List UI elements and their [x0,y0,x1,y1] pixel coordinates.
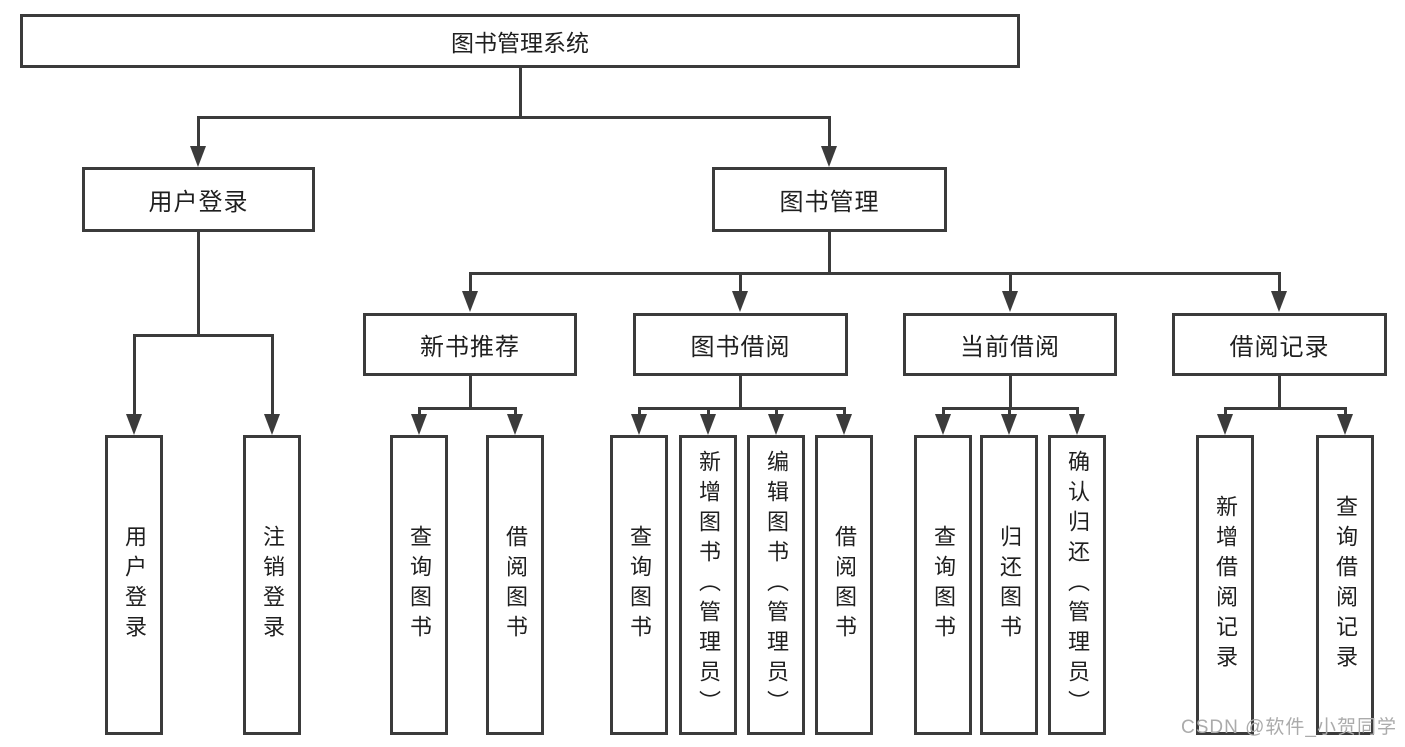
arrow-down-icon [507,414,523,435]
leaf-query-books: 查询图书 [610,435,668,735]
leaf-query-borrow-record: 查询借阅记录 [1316,435,1374,735]
node-library-system-root: 图书管理系统 [20,14,1020,68]
leaf-label: 归还图书 [997,525,1022,645]
arrow-down-icon [1271,291,1287,312]
leaf-edit-book-admin: 编辑图书（管理员） [747,435,805,735]
connector-line [1224,407,1347,410]
connector-line [133,334,136,416]
leaf-label: 查询借阅记录 [1333,495,1358,675]
leaf-return-books: 归还图书 [980,435,1038,735]
leaf-label: 新增借阅记录 [1213,495,1238,675]
connector-line [418,407,421,417]
connector-line [1278,272,1281,294]
watermark: CSDN @软件_小贺同学 [1181,717,1397,738]
connector-line [197,116,831,119]
connector-line [1009,376,1012,409]
connector-line [514,407,517,417]
connector-line [1008,407,1011,417]
leaf-label: 查询图书 [931,525,956,645]
leaf-label: 查询图书 [627,525,652,645]
connector-line [707,407,710,417]
leaf-label: 查询图书 [407,525,432,645]
leaf-borrow-books: 借阅图书 [815,435,873,735]
leaf-logout: 注销登录 [243,435,301,735]
arrow-down-icon [700,414,716,435]
arrow-down-icon [462,291,478,312]
arrow-down-icon [264,414,280,435]
arrow-down-icon [631,414,647,435]
connector-line [638,407,846,410]
leaf-add-borrow-record: 新增借阅记录 [1196,435,1254,735]
leaf-confirm-return-admin: 确认归还（管理员） [1048,435,1106,735]
arrow-down-icon [411,414,427,435]
arrow-down-icon [1217,414,1233,435]
arrow-down-icon [935,414,951,435]
arrow-down-icon [836,414,852,435]
arrow-down-icon [126,414,142,435]
leaf-user-login: 用户登录 [105,435,163,735]
connector-line [469,272,472,294]
arrow-down-icon [1002,291,1018,312]
connector-line [197,116,200,148]
connector-line [519,68,522,118]
connector-line [1009,272,1012,294]
leaf-add-book-admin: 新增图书（管理员） [679,435,737,735]
connector-line [1224,407,1227,417]
leaf-borrow-books: 借阅图书 [486,435,544,735]
connector-line [739,376,742,409]
leaf-query-books: 查询图书 [390,435,448,735]
connector-line [843,407,846,417]
connector-line [418,407,517,410]
connector-line [197,232,200,336]
leaf-query-books: 查询图书 [914,435,972,735]
connector-line [739,272,742,294]
connector-line [1076,407,1079,417]
leaf-label: 用户登录 [122,525,147,645]
node-book-management: 图书管理 [712,167,947,232]
connector-line [638,407,641,417]
connector-line [469,376,472,409]
leaf-label: 借阅图书 [832,525,857,645]
node-current-borrowing: 当前借阅 [903,313,1117,376]
arrow-down-icon [732,291,748,312]
arrow-down-icon [768,414,784,435]
connector-line [1344,407,1347,417]
node-new-book-recommend: 新书推荐 [363,313,577,376]
connector-line [942,407,945,417]
node-book-borrowing: 图书借阅 [633,313,848,376]
node-borrowing-records: 借阅记录 [1172,313,1387,376]
leaf-label: 编辑图书（管理员） [764,450,789,720]
connector-line [133,334,274,337]
arrow-down-icon [1069,414,1085,435]
connector-line [1278,376,1281,409]
leaf-label: 注销登录 [260,525,285,645]
leaf-label: 确认归还（管理员） [1065,450,1090,720]
leaf-label: 新增图书（管理员） [696,450,721,720]
connector-line [469,272,1281,275]
arrow-down-icon [1001,414,1017,435]
arrow-down-icon [190,146,206,167]
node-user-login: 用户登录 [82,167,315,232]
connector-line [775,407,778,417]
arrow-down-icon [1337,414,1353,435]
leaf-label: 借阅图书 [503,525,528,645]
connector-line [828,116,831,148]
arrow-down-icon [821,146,837,167]
connector-line [828,232,831,274]
connector-line [271,334,274,416]
